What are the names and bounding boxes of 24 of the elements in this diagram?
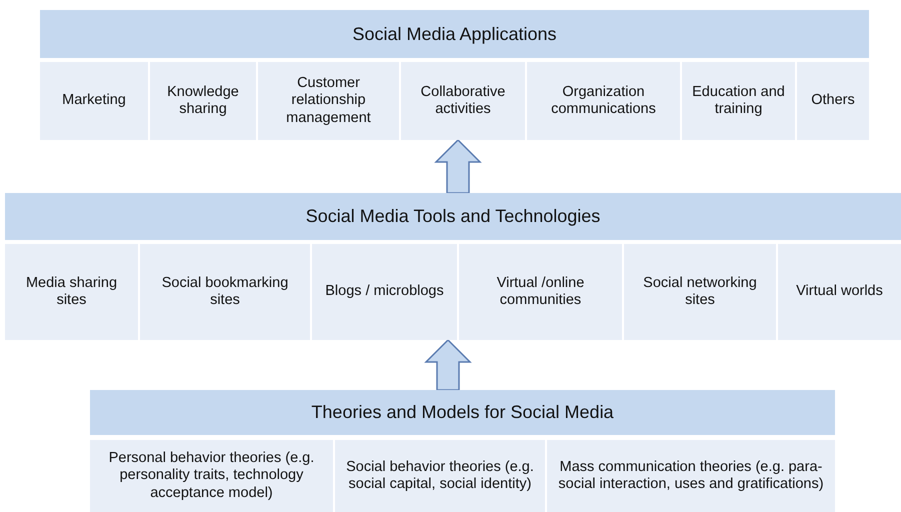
category-box: Virtual worlds: [778, 244, 901, 340]
category-box: Virtual /online communities: [459, 244, 622, 340]
category-box: Social behavior theories (e.g. social capital, social identity): [335, 440, 545, 512]
category-box: Blogs / microblogs: [312, 244, 457, 340]
category-box: Marketing: [40, 62, 148, 140]
category-panel: [90, 390, 835, 512]
category-box: Others: [797, 62, 869, 140]
category-box: Social networking sites: [624, 244, 776, 340]
category-box: Organization communications: [527, 62, 680, 140]
category-box: Knowledge sharing: [150, 62, 256, 140]
category-panel: [40, 10, 869, 140]
category-box: Customer relationship management: [258, 62, 399, 140]
category-panel: [5, 193, 901, 340]
category-box: Collaborative activities: [401, 62, 525, 140]
category-box: Mass communication theories (e.g. para-social interaction, uses and gratifications): [547, 440, 835, 512]
block-arrow: [424, 338, 472, 391]
category-box: Education and training: [682, 62, 795, 140]
category-box: Media sharing sites: [5, 244, 138, 340]
block-arrow: [434, 138, 482, 194]
category-box: Social bookmarking sites: [140, 244, 310, 340]
panel-title: Social Media Applications: [352, 24, 557, 44]
category-box: Personal behavior theories (e.g. personality traits, technology acceptance model): [90, 440, 333, 512]
panel-title: Social Media Tools and Technologies: [306, 206, 600, 227]
panel-title: Theories and Models for Social Media: [311, 402, 614, 423]
